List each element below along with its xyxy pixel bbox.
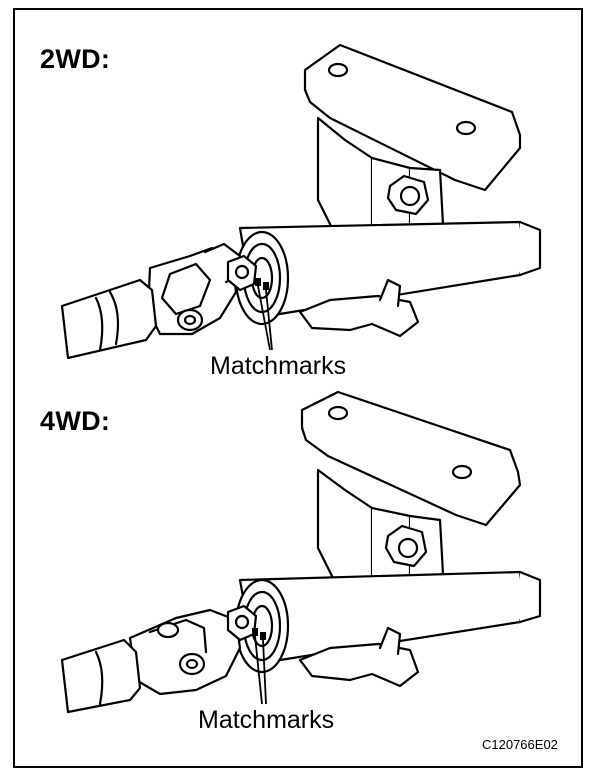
panel-label-2wd: 2WD: [40,44,111,74]
matchmarks-callout-2wd: Matchmarks [210,352,347,380]
panel-label-4wd: 4WD: [40,406,111,436]
figure-code: C120766E02 [482,737,558,752]
matchmarks-callout-4wd: Matchmarks [198,706,335,734]
